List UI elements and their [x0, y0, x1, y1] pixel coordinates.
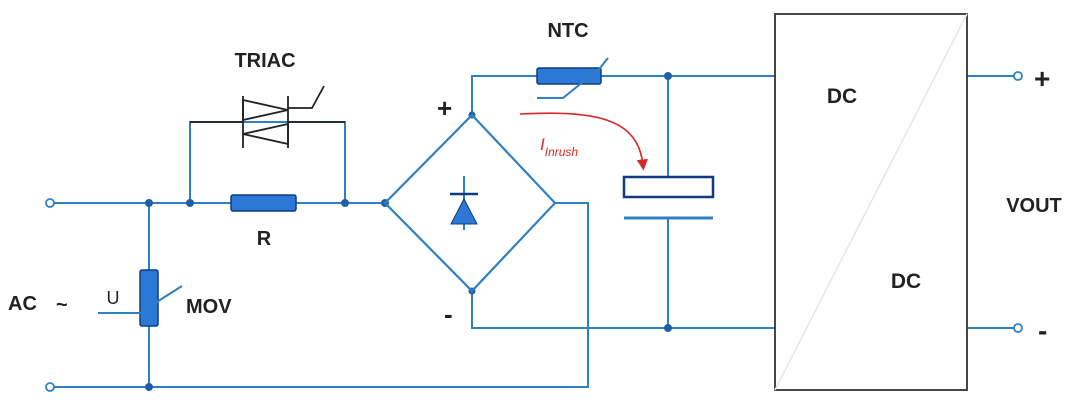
rectifier-plus-label: +	[437, 93, 452, 123]
output-minus-label: -	[1038, 315, 1047, 346]
mov-symbol	[98, 269, 183, 327]
resistor-r	[230, 194, 297, 212]
ac-label: AC	[8, 293, 37, 315]
ac-tilde-symbol: ~	[56, 294, 68, 316]
inrush-current-arrow	[519, 112, 648, 171]
output-terminals	[1013, 71, 1023, 333]
wires	[54, 75, 1014, 388]
capacitor	[622, 175, 715, 220]
rectifier-minus-label: -	[444, 299, 453, 329]
dc-dc-converter-box	[774, 13, 968, 391]
dc-dc-diagonal	[774, 13, 968, 391]
ntc-thermistor	[536, 57, 609, 99]
dc-output-label: DC	[891, 270, 921, 293]
mov-label: MOV	[186, 296, 232, 318]
vout-label: VOUT	[1006, 195, 1062, 217]
mov-u-label: U	[107, 288, 120, 308]
ntc-label: NTC	[547, 20, 588, 42]
resistor-label: R	[257, 228, 272, 250]
output-plus-label: +	[1034, 63, 1050, 94]
inrush-label: IInrush	[540, 135, 578, 159]
junction-dots	[145, 72, 672, 391]
bridge-rectifier	[383, 113, 557, 293]
triac-symbol	[190, 85, 345, 148]
dc-input-label: DC	[827, 85, 857, 108]
ac-terminals	[45, 198, 55, 392]
triac-label: TRIAC	[234, 50, 295, 72]
